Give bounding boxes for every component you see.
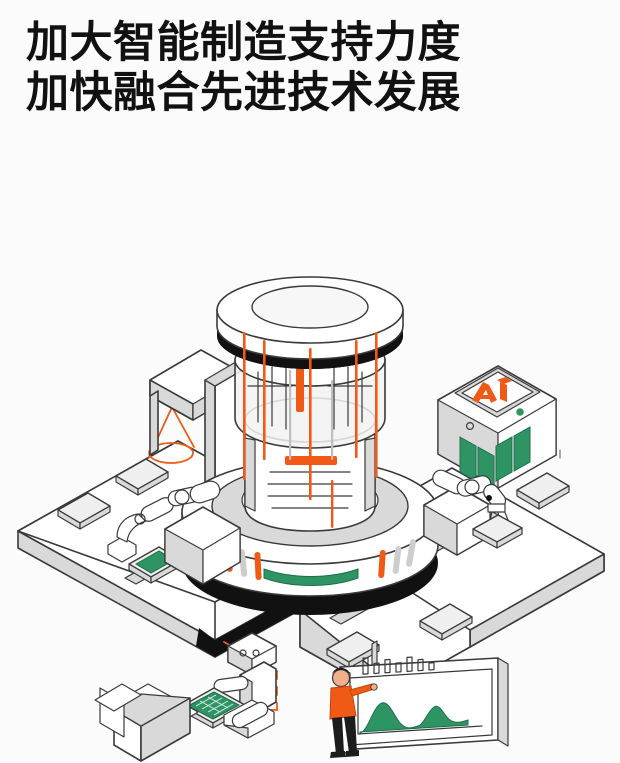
headline-line-1: 加大智能制造支持力度 (26, 19, 461, 67)
page-title: 加大智能制造支持力度 加快融合先进技术发展 (26, 18, 594, 119)
data-screen (339, 640, 509, 756)
worker (329, 668, 378, 758)
status-badge (263, 568, 359, 586)
pick-robot (181, 632, 278, 739)
chip-item (57, 492, 111, 530)
inspection-panels (459, 426, 531, 492)
chip-item (419, 603, 473, 641)
illustration-canvas: .st { fill:none; stroke:#3a3a3a; stroke-… (17, 276, 605, 762)
robot-arm-left (107, 480, 241, 585)
indicator-slots-right (378, 539, 416, 578)
screen-bar-chart (362, 656, 435, 675)
robot-arm-right (423, 469, 523, 556)
ai-badge-text (472, 377, 512, 403)
chip-item (516, 472, 570, 510)
carton-box (94, 683, 199, 762)
ai-inspection-box (437, 365, 557, 492)
headline-line-2: 加快融合先进技术发展 (26, 69, 461, 118)
chip-item (115, 458, 169, 496)
central-machine (181, 276, 439, 615)
factory-illustration: .st { fill:none; stroke:#3a3a3a; stroke-… (0, 150, 620, 763)
screen-area-chart (357, 687, 483, 735)
energy-rods (243, 332, 378, 528)
